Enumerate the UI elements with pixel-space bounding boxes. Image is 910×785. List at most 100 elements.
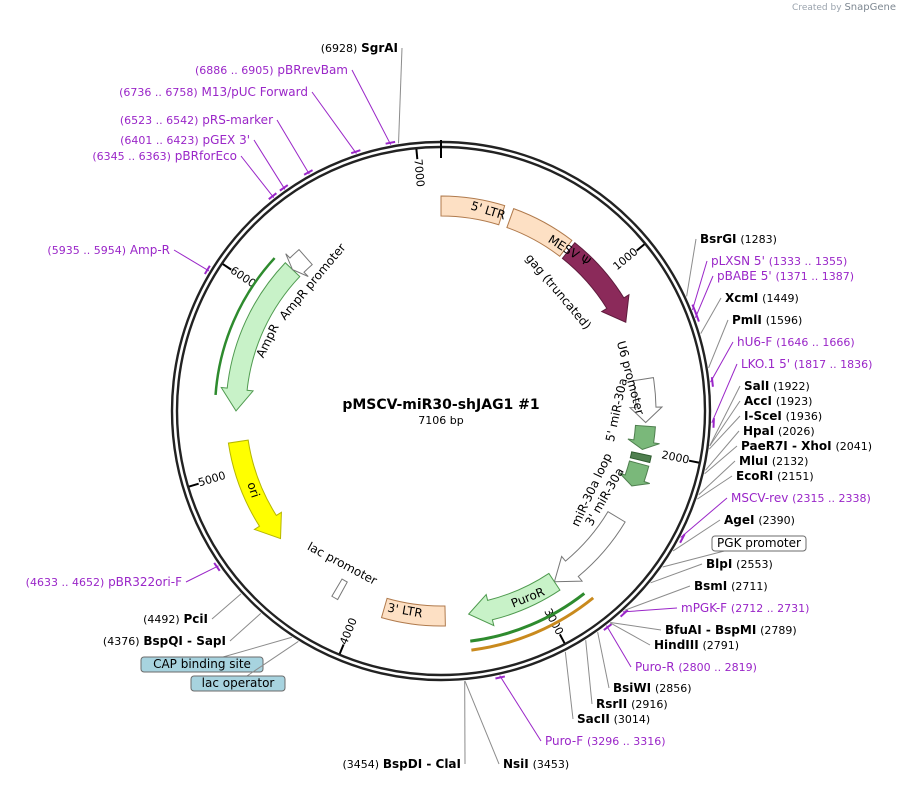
site-name: MluI <box>739 454 768 468</box>
site-leader <box>624 585 691 611</box>
site-position: (2712 .. 2731) <box>731 602 810 615</box>
primer-mark <box>619 609 629 618</box>
ruler-tick <box>222 263 232 271</box>
site-leader <box>691 260 708 311</box>
snapgene-logo: SnapGene <box>844 2 896 13</box>
site-name: Amp-R <box>130 243 170 257</box>
feature-label: 5' miR-30a <box>603 377 630 443</box>
site-leader <box>585 640 593 705</box>
enzyme-label: PmlI (1596) <box>732 313 802 327</box>
site-leader <box>697 475 733 500</box>
site-position: (6401 .. 6423) <box>120 134 199 147</box>
enzyme-label: (6928) SgrAI <box>321 41 398 55</box>
site-leader <box>698 460 736 496</box>
plasmid-length: 7106 bp <box>418 414 463 427</box>
site-position: (2711) <box>731 580 768 593</box>
site-position: (6736 .. 6758) <box>119 86 198 99</box>
primer-mark <box>303 169 314 176</box>
primer-mark <box>213 562 221 572</box>
site-position: (1371 .. 1387) <box>775 270 854 283</box>
site-leader <box>276 119 310 175</box>
feature-gag-truncated- <box>561 242 630 323</box>
primer-mark <box>350 149 361 155</box>
ruler-label: 7000 <box>411 158 427 187</box>
site-leader <box>705 430 740 471</box>
site-leader <box>686 238 697 297</box>
enzyme-label: SacII (3014) <box>577 712 650 726</box>
site-leader <box>709 385 741 446</box>
site-position: (1817 .. 1836) <box>794 358 873 371</box>
site-leader <box>311 91 357 154</box>
primer-label: mPGK-F (2712 .. 2731) <box>681 601 809 615</box>
primer-label: (6736 .. 6758) M13/pUC Forward <box>119 85 308 99</box>
site-name: BsiWI <box>613 681 651 695</box>
site-leader <box>464 680 500 765</box>
enzyme-label: HindIII (2791) <box>654 638 739 652</box>
pgk-strand-arc <box>471 596 595 652</box>
site-leader <box>711 363 738 424</box>
site-position: (6345 .. 6363) <box>92 150 171 163</box>
feature-pgk-promoter <box>553 510 626 583</box>
feature-3-ltr <box>380 597 446 627</box>
snapgene-credit: Created by SnapGene <box>792 2 896 13</box>
primer-label: (6886 .. 6905) pBRrevBam <box>195 63 348 77</box>
enzyme-label: SalI (1922) <box>744 379 810 393</box>
primer-label: (6345 .. 6363) pBRforEco <box>92 149 237 163</box>
enzyme-label: PaeR7I - XhoI (2041) <box>741 439 872 453</box>
site-name: EcoRI <box>736 469 773 483</box>
site-position: (1449) <box>762 292 799 305</box>
enzyme-label: BfuAI - BspMI (2789) <box>665 623 797 637</box>
site-leader <box>609 622 651 646</box>
feature-ori <box>227 439 282 540</box>
site-position: (1936) <box>786 410 823 423</box>
feature-shjag1 <box>629 451 652 464</box>
site-leader <box>237 640 299 683</box>
site-name: hU6-F <box>737 335 772 349</box>
site-leader <box>351 69 392 145</box>
primer-label: Puro-R (2800 .. 2819) <box>635 660 757 674</box>
primer-mark <box>495 675 506 680</box>
site-leader <box>622 607 678 613</box>
plasmid-name: pMSCV-miR30-shJAG1 #1 <box>342 397 539 413</box>
site-leader <box>499 675 542 742</box>
site-position: (3453) <box>533 758 570 771</box>
site-name: NsiI <box>503 757 529 771</box>
site-name: MSCV-rev <box>731 491 788 505</box>
primer-mark <box>279 184 289 192</box>
site-leader <box>700 297 722 334</box>
site-name: HpaI <box>743 424 774 438</box>
site-leader <box>704 445 738 475</box>
site-position: (2856) <box>655 682 692 695</box>
feature-label: ori <box>244 480 262 499</box>
site-name: BsmI <box>694 579 727 593</box>
enzyme-label: (4376) BspQI - SapI <box>103 634 226 648</box>
site-position: (2791) <box>703 639 740 652</box>
site-name: RsrII <box>596 697 627 711</box>
ampr-strand-arc <box>214 257 276 396</box>
primer-mark <box>204 265 211 275</box>
site-position: (5935 .. 5954) <box>47 244 126 257</box>
site-position: (2026) <box>778 425 815 438</box>
site-name: PciI <box>184 612 209 626</box>
feature-5-ltr <box>440 195 506 226</box>
site-position: (1646 .. 1666) <box>776 336 855 349</box>
site-leader <box>253 139 286 190</box>
site-leader <box>211 593 242 620</box>
feature-u6-promoter <box>628 377 664 424</box>
site-leader <box>710 341 734 383</box>
site-position: (1596) <box>766 314 803 327</box>
site-name: I-SceI <box>744 409 782 423</box>
enzyme-label: MluI (2132) <box>739 454 808 468</box>
site-position: (3014) <box>614 713 651 726</box>
site-name: M13/pUC Forward <box>201 85 308 99</box>
site-position: (2789) <box>760 624 797 637</box>
primer-label: Puro-F (3296 .. 3316) <box>545 734 666 748</box>
site-position: (6523 .. 6542) <box>120 114 199 127</box>
site-name: SacII <box>577 712 610 726</box>
ruler-label: 1000 <box>611 245 641 273</box>
site-name: mPGK-F <box>681 601 727 615</box>
site-position: (2132) <box>772 455 809 468</box>
feature-ampr-promoter <box>285 248 313 277</box>
site-position: (2151) <box>777 470 814 483</box>
site-position: (2800 .. 2819) <box>678 661 757 674</box>
